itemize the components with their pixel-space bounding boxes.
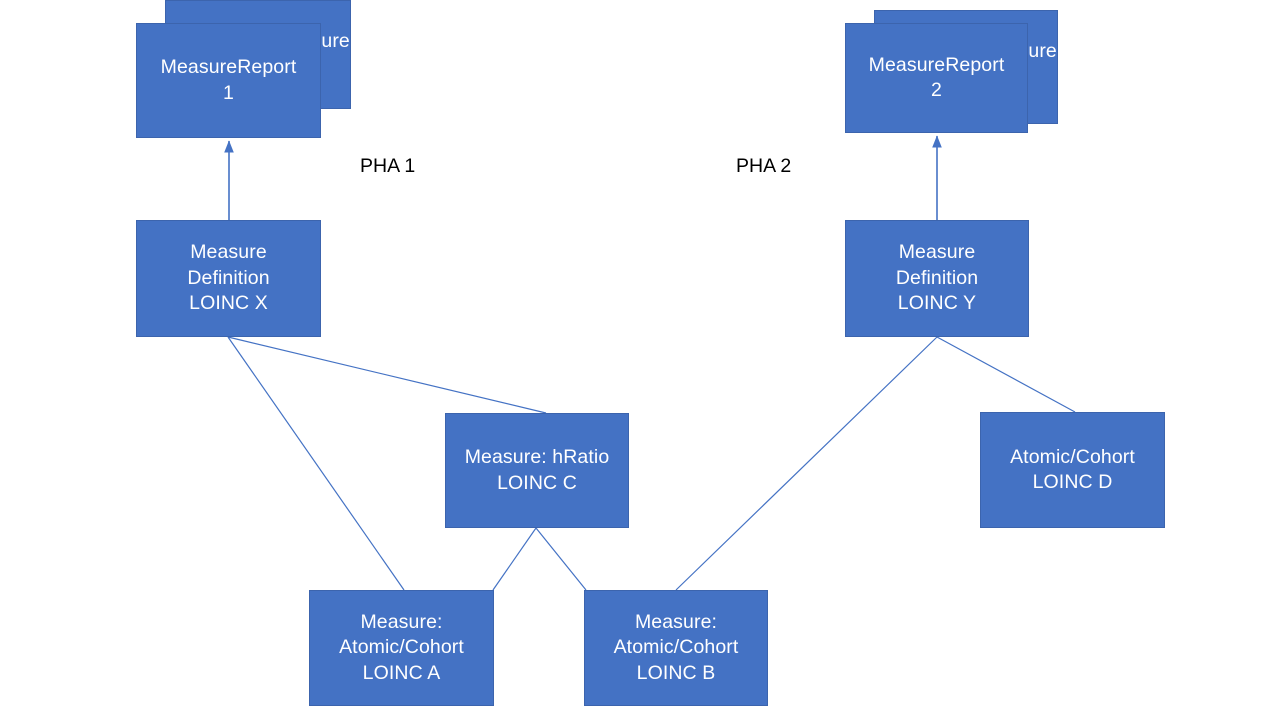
- group-label-pha-1: PHA 1: [360, 155, 416, 177]
- atomic-cohort-d[interactable]: Atomic/Cohort LOINC D: [980, 412, 1165, 528]
- edge-def-y-to-loinc-b: [675, 336, 938, 591]
- measure-report-2[interactable]: MeasureReport 2: [845, 23, 1028, 133]
- measure-atomic-cohort-b-label: Measure: Atomic/Cohort LOINC B: [613, 610, 739, 684]
- measure-definition-x[interactable]: Measure Definition LOINC X: [136, 220, 321, 337]
- measure-atomic-cohort-a-label: Measure: Atomic/Cohort LOINC A: [339, 610, 464, 684]
- edge-def-x-to-hratio-c: [227, 336, 547, 414]
- measure-report-1[interactable]: MeasureReport 1: [136, 23, 321, 138]
- group-label-pha-2: PHA 2: [736, 155, 792, 177]
- measure-hratio-c[interactable]: Measure: hRatio LOINC C: [445, 413, 629, 528]
- measure-atomic-cohort-b[interactable]: Measure: Atomic/Cohort LOINC B: [584, 590, 768, 706]
- edge-hratio-c-to-loinc-b: [535, 527, 587, 591]
- edge-def-y-to-loinc-d: [936, 336, 1076, 413]
- measure-definition-y[interactable]: Measure Definition LOINC Y: [845, 220, 1029, 337]
- measure-hratio-c-label: Measure: hRatio LOINC C: [464, 446, 610, 494]
- measure-definition-y-label: Measure Definition LOINC Y: [895, 241, 979, 315]
- measure-report-2-label: MeasureReport 2: [868, 53, 1005, 101]
- measure-atomic-cohort-a[interactable]: Measure: Atomic/Cohort LOINC A: [309, 590, 494, 706]
- measure-report-1-label: MeasureReport 1: [160, 56, 297, 104]
- edge-def-x-to-loinc-a: [227, 336, 405, 591]
- atomic-cohort-d-label: Atomic/Cohort LOINC D: [1010, 445, 1135, 493]
- edge-hratio-c-to-loinc-a: [492, 527, 537, 591]
- measure-definition-x-label: Measure Definition LOINC X: [187, 241, 270, 315]
